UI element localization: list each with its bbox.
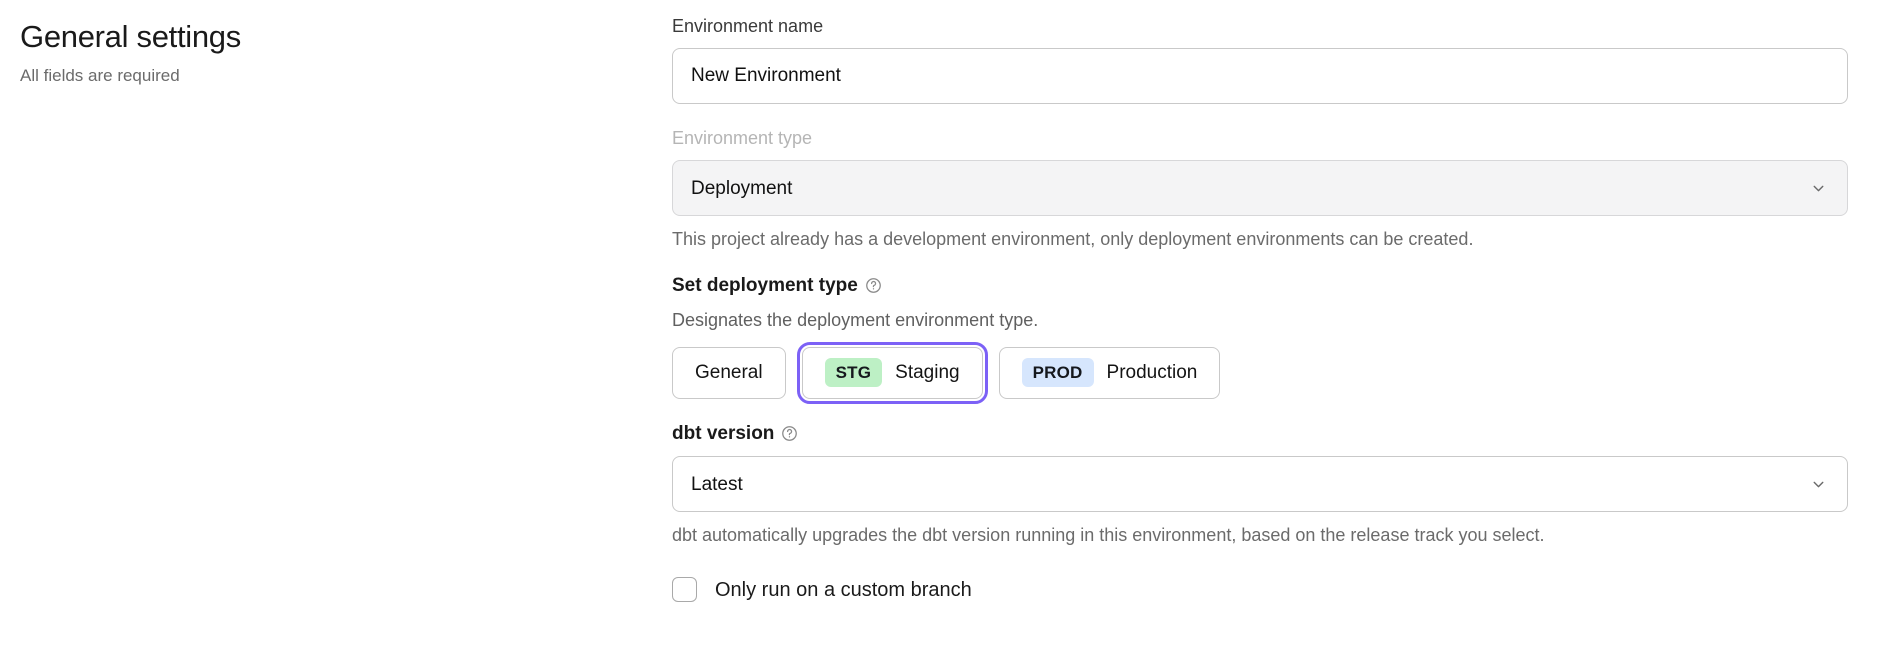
- deployment-type-option-staging[interactable]: STG Staging: [801, 346, 983, 399]
- page-subtitle: All fields are required: [20, 66, 180, 86]
- deployment-type-label-text: Set deployment type: [672, 274, 858, 296]
- custom-branch-checkbox[interactable]: [672, 577, 697, 603]
- deployment-type-options: General STG Staging PROD Production: [672, 341, 1856, 404]
- dbt-version-help-text: dbt automatically upgrades the dbt versi…: [672, 525, 1545, 546]
- badge-prod: PROD: [1021, 358, 1094, 388]
- custom-branch-label[interactable]: Only run on a custom branch: [715, 578, 972, 601]
- environment-type-help-text: This project already has a development e…: [672, 229, 1474, 250]
- dbt-version-label-text: dbt version: [672, 422, 775, 444]
- deployment-type-option-general-wrap: General: [672, 346, 786, 399]
- deployment-type-option-general[interactable]: General: [672, 346, 786, 399]
- settings-form: Environment name Environment type Deploy…: [672, 14, 1856, 603]
- deployment-type-option-production[interactable]: PROD Production: [998, 346, 1221, 399]
- option-label-general: General: [695, 361, 763, 383]
- deployment-type-label: Set deployment type: [672, 273, 1856, 300]
- environment-name-input[interactable]: [672, 48, 1848, 105]
- question-circle-icon[interactable]: [865, 277, 882, 294]
- deployment-type-field: Set deployment type Designates the deplo…: [672, 273, 1856, 404]
- dbt-version-label: dbt version: [672, 421, 1856, 448]
- environment-type-select[interactable]: Deployment: [672, 160, 1848, 217]
- option-label-production: Production: [1106, 361, 1198, 383]
- question-circle-icon[interactable]: [781, 425, 798, 442]
- page-header: General settings All fields are required: [20, 18, 520, 87]
- deployment-type-option-staging-wrap: STG Staging: [796, 341, 988, 404]
- environment-type-label: Environment type: [672, 128, 813, 149]
- environment-type-field: Environment type Deployment This project…: [672, 126, 1856, 251]
- option-label-staging: Staging: [895, 361, 960, 383]
- chevron-down-icon: [1810, 476, 1827, 493]
- environment-name-label: Environment name: [672, 16, 824, 36]
- deployment-type-option-production-wrap: PROD Production: [998, 346, 1221, 399]
- dbt-version-select[interactable]: Latest: [672, 456, 1848, 513]
- badge-stg: STG: [824, 358, 883, 388]
- environment-type-value: Deployment: [691, 177, 793, 199]
- dbt-version-value: Latest: [691, 473, 743, 495]
- page-title: General settings: [20, 19, 241, 54]
- chevron-down-icon: [1810, 180, 1827, 197]
- deployment-type-description: Designates the deployment environment ty…: [672, 310, 1039, 331]
- environment-name-field: Environment name: [672, 14, 1856, 105]
- dbt-version-field: dbt version Latest dbt automatically upg…: [672, 421, 1856, 548]
- custom-branch-row: Only run on a custom branch: [672, 577, 1856, 603]
